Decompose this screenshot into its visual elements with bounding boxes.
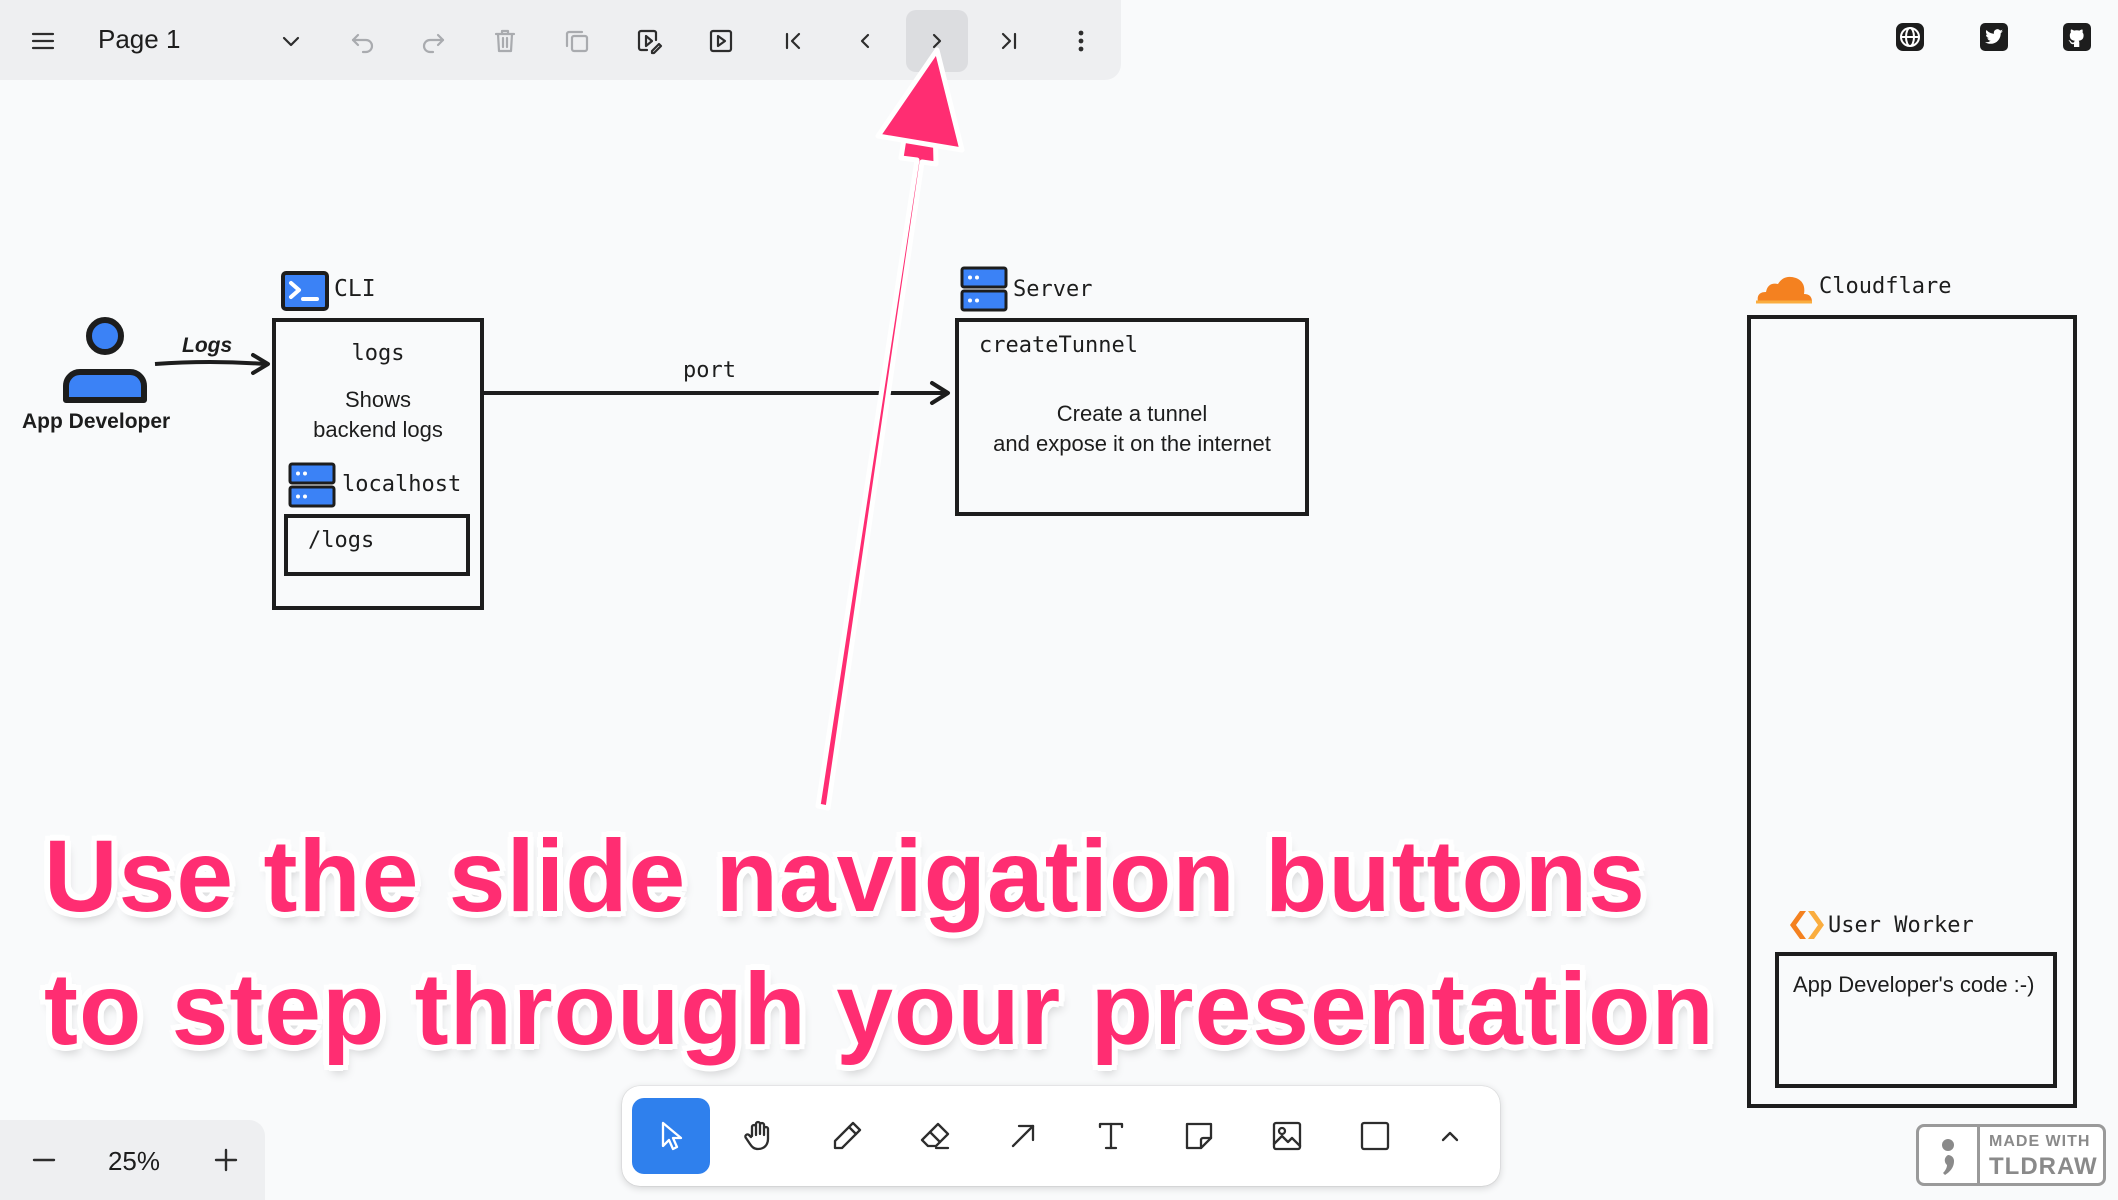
plus-icon: [214, 1148, 238, 1172]
port-arrow: [484, 381, 950, 405]
cursor-icon: [661, 1121, 683, 1151]
server-fn-label: createTunnel: [979, 333, 1138, 358]
skip-first-icon: [785, 32, 801, 50]
more-options-button[interactable]: [1050, 10, 1112, 72]
watermark-line1: MADE WITH: [1989, 1133, 2091, 1150]
hamburger-icon: [31, 32, 55, 50]
chevron-right-icon: [932, 33, 942, 49]
logs-route-box[interactable]: [284, 514, 470, 576]
minus-icon: [32, 1158, 56, 1162]
chevron-up-icon: [1441, 1131, 1459, 1142]
rectangle-tool[interactable]: [1336, 1098, 1414, 1174]
edit-slide-icon: [637, 29, 663, 55]
hand-tool[interactable]: [720, 1098, 798, 1174]
logs-arrow-label: Logs: [182, 334, 233, 357]
localhost-label: localhost: [342, 472, 462, 497]
worker-title: User Worker: [1828, 913, 1974, 938]
select-tool[interactable]: [632, 1098, 710, 1174]
cli-title: CLI: [334, 276, 376, 302]
previous-slide-button[interactable]: [834, 10, 896, 72]
page-name[interactable]: Page 1: [98, 24, 181, 54]
watermark-line2: TLDRAW: [1989, 1153, 2098, 1180]
rectangle-icon: [1360, 1121, 1390, 1151]
delete-button[interactable]: [474, 10, 536, 72]
arrow-tool[interactable]: [984, 1098, 1062, 1174]
server-icon: [960, 266, 1008, 312]
more-vertical-icon: [1078, 30, 1084, 52]
skip-last-icon: [1001, 32, 1017, 50]
zoom-controls: 25%: [0, 1120, 265, 1200]
text-tool[interactable]: [1072, 1098, 1150, 1174]
website-link[interactable]: [1893, 20, 1927, 59]
caption-line1: Use the slide navigation buttons: [44, 819, 1646, 933]
pencil-icon: [833, 1121, 862, 1150]
redo-icon: [422, 33, 445, 54]
more-tools-button[interactable]: [1412, 1098, 1488, 1174]
eraser-icon: [920, 1122, 950, 1150]
cli-desc-line1: Shows: [344, 387, 412, 412]
server-desc-line1: Create a tunnel: [1056, 401, 1208, 426]
undo-icon: [351, 33, 374, 54]
note-tool[interactable]: [1160, 1098, 1238, 1174]
cli-heading: logs: [351, 341, 405, 366]
chevron-left-icon: [860, 33, 870, 49]
first-slide-button[interactable]: [762, 10, 824, 72]
zoom-level[interactable]: 25%: [107, 1146, 161, 1176]
tools-panel: [622, 1086, 1500, 1186]
cloudflare-title: Cloudflare: [1819, 274, 1952, 299]
image-tool[interactable]: [1248, 1098, 1326, 1174]
arrow-diagonal-icon: [1011, 1124, 1035, 1148]
cloudflare-box[interactable]: [1747, 315, 2077, 1108]
port-label: port: [683, 358, 736, 383]
worker-body-text: App Developer's code :-): [1793, 972, 2035, 997]
zoom-out-button[interactable]: [14, 1132, 74, 1188]
tldraw-logo-icon: [1919, 1127, 1980, 1183]
server-box[interactable]: [955, 318, 1309, 516]
pointer-arrow: [815, 47, 965, 811]
twitter-icon: [1980, 23, 2008, 51]
last-slide-button[interactable]: [978, 10, 1040, 72]
server-title: Server: [1013, 277, 1093, 302]
undo-button[interactable]: [332, 10, 394, 72]
cli-box[interactable]: [272, 318, 484, 610]
server-desc-line2: and expose it on the internet: [993, 431, 1271, 456]
made-with-tldraw-badge[interactable]: MADE WITH TLDRAW: [1916, 1124, 2106, 1186]
github-link[interactable]: [2060, 20, 2094, 59]
localhost-server-icon: [288, 462, 336, 508]
terminal-icon: [281, 271, 329, 311]
worker-icon: [1790, 911, 1824, 939]
top-toolbar: Page 1: [0, 0, 1121, 80]
user-icon: [63, 317, 147, 403]
redo-button[interactable]: [402, 10, 464, 72]
hand-icon: [744, 1120, 770, 1151]
edit-slide-button[interactable]: [618, 10, 680, 72]
sticky-note-icon: [1185, 1122, 1213, 1150]
zoom-in-button[interactable]: [196, 1132, 256, 1188]
trash-icon: [494, 29, 516, 53]
duplicate-button[interactable]: [546, 10, 608, 72]
play-slide-icon: [709, 29, 733, 53]
globe-icon: [1896, 23, 1924, 51]
text-icon: [1098, 1122, 1124, 1150]
present-button[interactable]: [690, 10, 752, 72]
user-worker-box[interactable]: [1775, 952, 2057, 1088]
cloudflare-icon: [1756, 276, 1812, 304]
app-developer-actor[interactable]: App Developer: [20, 316, 190, 436]
logs-route-label: /logs: [308, 528, 375, 553]
draw-tool[interactable]: [808, 1098, 886, 1174]
caption-line2: to step through your presentation: [44, 952, 1715, 1066]
github-icon: [2063, 23, 2091, 51]
logs-arrow: [154, 353, 270, 375]
eraser-tool[interactable]: [896, 1098, 974, 1174]
twitter-link[interactable]: [1977, 20, 2011, 59]
cli-desc-line2: backend logs: [313, 417, 443, 442]
chevron-down-icon: [282, 36, 300, 47]
duplicate-icon: [565, 30, 589, 53]
page-dropdown-button[interactable]: [260, 10, 322, 72]
menu-button[interactable]: [12, 10, 74, 72]
image-icon: [1272, 1121, 1302, 1151]
actor-label: App Developer: [22, 410, 171, 433]
